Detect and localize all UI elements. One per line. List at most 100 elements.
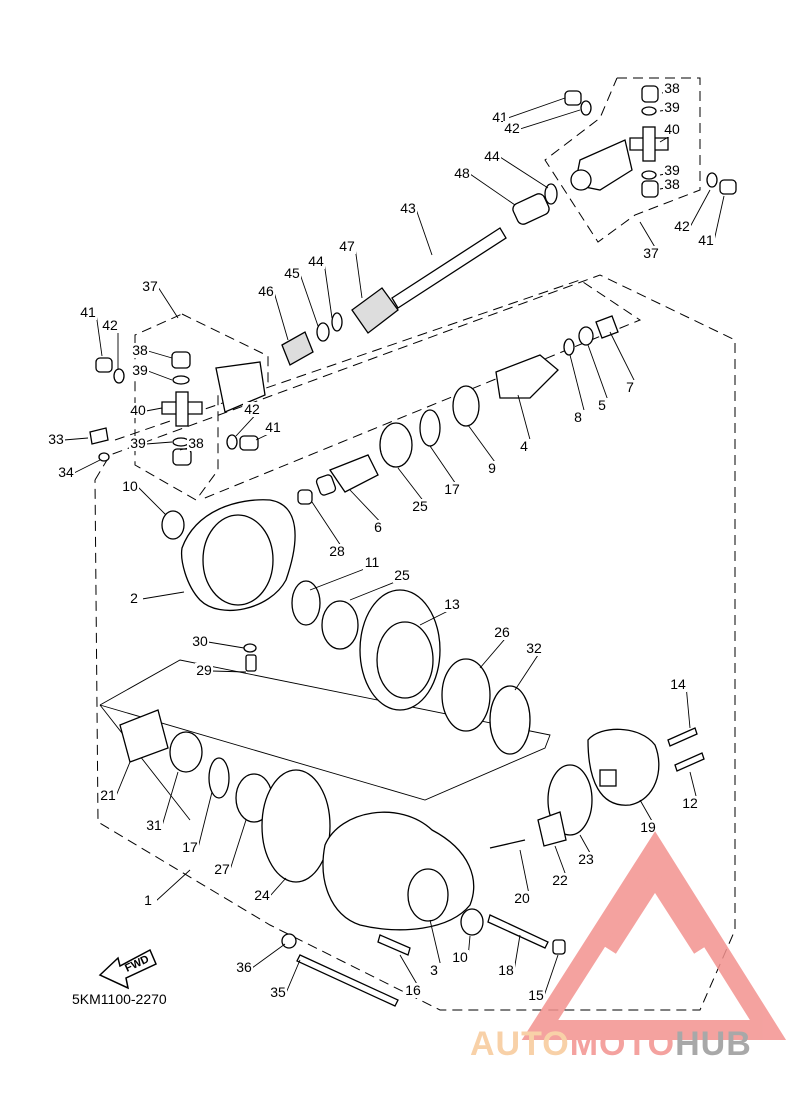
part-callout-number: 17 bbox=[182, 839, 198, 855]
leader-line bbox=[207, 641, 245, 649]
callout-backing bbox=[101, 318, 119, 333]
callout-backing bbox=[551, 873, 569, 888]
part-callout-number: 29 bbox=[196, 662, 212, 678]
part-callout-number: 28 bbox=[329, 543, 345, 559]
callout-backing bbox=[363, 555, 381, 570]
leader-line bbox=[519, 109, 581, 130]
part-callout-number: 24 bbox=[254, 887, 270, 903]
callout-backing bbox=[131, 363, 149, 378]
part-callout-number: 25 bbox=[394, 567, 410, 583]
part-callout-number: 9 bbox=[488, 460, 496, 476]
watermark-logo: AUTOMOTOHUB bbox=[470, 831, 787, 1063]
leader-line bbox=[609, 331, 639, 389]
leader-line bbox=[429, 919, 443, 972]
leader-line bbox=[251, 943, 286, 969]
main-housing-group bbox=[281, 811, 567, 1007]
part-callout-number: 36 bbox=[236, 959, 252, 975]
callout-backing bbox=[257, 284, 275, 299]
right-cover-group bbox=[547, 727, 705, 836]
leader-line bbox=[354, 246, 363, 299]
callout-backing bbox=[673, 219, 691, 234]
watermark-hub: HUB bbox=[675, 1025, 752, 1063]
part-callout-number: 32 bbox=[526, 640, 542, 656]
callout-backing bbox=[663, 177, 681, 192]
callout-backing bbox=[393, 568, 411, 583]
leader-line bbox=[311, 501, 346, 553]
watermark-moto: MOTO bbox=[570, 1025, 675, 1063]
front-housing-group bbox=[161, 499, 359, 672]
leader-line bbox=[137, 486, 167, 516]
leader-line bbox=[211, 670, 247, 673]
part-callout-number: 33 bbox=[48, 431, 64, 447]
callout-backing bbox=[129, 403, 147, 418]
callout-backing bbox=[369, 520, 387, 535]
leader-line bbox=[415, 208, 433, 256]
leader-line bbox=[155, 869, 191, 902]
callout-backing bbox=[57, 465, 75, 480]
leader-line bbox=[499, 156, 549, 189]
part-callout-number: 34 bbox=[58, 464, 74, 480]
part-callout-number: 42 bbox=[674, 218, 690, 234]
part-callout-number: 42 bbox=[244, 401, 260, 417]
callout-backing bbox=[47, 432, 65, 447]
part-callout-number: 22 bbox=[552, 872, 568, 888]
part-callout-number: 41 bbox=[80, 304, 96, 320]
assembly-boundaries bbox=[94, 77, 736, 1011]
leader-line bbox=[299, 273, 319, 327]
callout-backing bbox=[639, 820, 657, 835]
leader-line bbox=[115, 761, 131, 797]
part-callout-number: 37 bbox=[643, 245, 659, 261]
part-callout-number: 23 bbox=[578, 851, 594, 867]
callout-backing bbox=[125, 591, 143, 606]
callout-backing bbox=[621, 380, 639, 395]
callout-backing bbox=[642, 246, 660, 261]
callout-backing bbox=[515, 439, 533, 454]
part-callout-number: 8 bbox=[574, 409, 582, 425]
callout-backing bbox=[243, 402, 261, 417]
part-callout-number: 38 bbox=[664, 80, 680, 96]
callout-backing bbox=[121, 479, 139, 494]
part-callout-number: 38 bbox=[132, 342, 148, 358]
part-callout-number: 44 bbox=[308, 253, 324, 269]
callout-backing bbox=[453, 166, 471, 181]
callout-backing bbox=[139, 893, 157, 908]
leader-line bbox=[689, 189, 711, 228]
part-callout-number: 38 bbox=[188, 435, 204, 451]
drive-shaft-group bbox=[281, 227, 507, 366]
callout-backing bbox=[129, 436, 147, 451]
leader-line bbox=[269, 877, 287, 897]
callout-backing bbox=[443, 597, 461, 612]
part-callout-number: 16 bbox=[405, 982, 421, 998]
leader-line bbox=[147, 370, 173, 381]
part-callout-number: 17 bbox=[444, 481, 460, 497]
leader-line bbox=[95, 312, 103, 357]
callout-backing bbox=[145, 818, 163, 833]
part-callout-number: 35 bbox=[270, 984, 286, 1000]
part-callout-number: 12 bbox=[682, 795, 698, 811]
callout-backing bbox=[503, 121, 521, 136]
part-callout-number: 7 bbox=[626, 379, 634, 395]
part-callout-number: 39 bbox=[664, 162, 680, 178]
callout-backing bbox=[404, 983, 422, 998]
callout-backing bbox=[663, 163, 681, 178]
part-callout-number: 21 bbox=[100, 787, 116, 803]
callout-backing bbox=[411, 499, 429, 514]
callout-backing bbox=[425, 963, 443, 978]
callout-backing bbox=[269, 985, 287, 1000]
left-u-joint-group bbox=[89, 351, 266, 466]
part-callout-number: 39 bbox=[130, 435, 146, 451]
callout-backing bbox=[213, 862, 231, 877]
part-callout-number: 4 bbox=[520, 438, 528, 454]
leader-line bbox=[157, 286, 179, 319]
callout-backing bbox=[577, 852, 595, 867]
part-callout-number: 46 bbox=[258, 283, 274, 299]
callout-backing bbox=[181, 840, 199, 855]
callout-backing bbox=[663, 122, 681, 137]
leader-line bbox=[63, 437, 89, 441]
part-callout-number: 26 bbox=[494, 624, 510, 640]
part-callout-number: 41 bbox=[698, 232, 714, 248]
leader-line bbox=[469, 173, 516, 206]
callout-backing bbox=[663, 81, 681, 96]
part-callout-number: 15 bbox=[528, 987, 544, 1003]
